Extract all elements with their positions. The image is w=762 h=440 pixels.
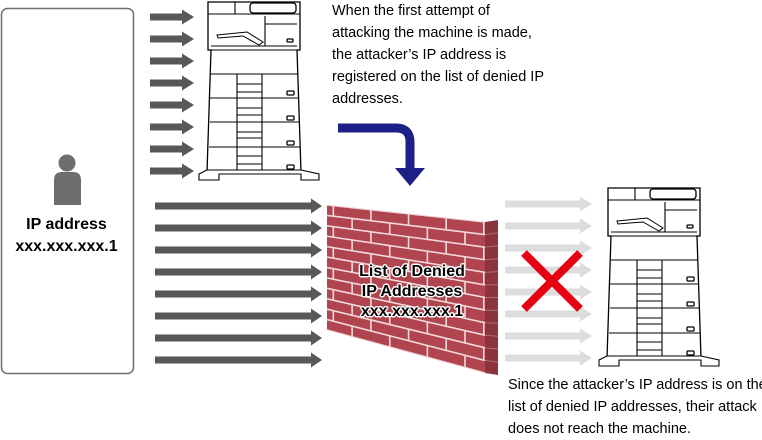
printer-machine-icon [599, 188, 719, 366]
arrow [155, 243, 322, 258]
arrow [155, 221, 322, 236]
arrow [150, 164, 194, 179]
blocked-caption: Since the attacker’s IP address is on th… [508, 374, 762, 440]
denied-list-subtitle: IP Addresses [327, 282, 497, 302]
arrow [155, 287, 322, 302]
first-attempt-arrows [150, 10, 194, 179]
printer-machine-icon [199, 2, 319, 180]
arrow [150, 10, 194, 25]
arrow [505, 329, 592, 344]
arrow [150, 98, 194, 113]
arrow [150, 142, 194, 157]
blocked-attack-arrows [155, 199, 322, 368]
deny-x-icon [524, 253, 580, 309]
arrow [150, 54, 194, 69]
arrow [150, 120, 194, 135]
arrow [155, 309, 322, 324]
ip-address-value: xxx.xxx.xxx.1 [0, 236, 133, 258]
arrow [150, 32, 194, 47]
denied-list-label: List of Denied IP Addresses xxx.xxx.xxx.… [327, 262, 497, 322]
registration-flow-arrow [338, 128, 425, 186]
denied-ip-value: xxx.xxx.xxx.1 [327, 302, 497, 322]
arrow [155, 199, 322, 214]
arrow [155, 331, 322, 346]
arrow [505, 219, 592, 234]
arrow [505, 197, 592, 212]
arrow [505, 351, 592, 366]
arrow [150, 76, 194, 91]
arrow [155, 265, 322, 280]
ip-address-label: IP address [0, 214, 133, 236]
registration-caption: When the first attempt of attacking the … [332, 0, 552, 110]
denied-list-title: List of Denied [327, 262, 497, 282]
attacker-ip-label: IP address xxx.xxx.xxx.1 [0, 214, 133, 258]
arrow [155, 353, 322, 368]
